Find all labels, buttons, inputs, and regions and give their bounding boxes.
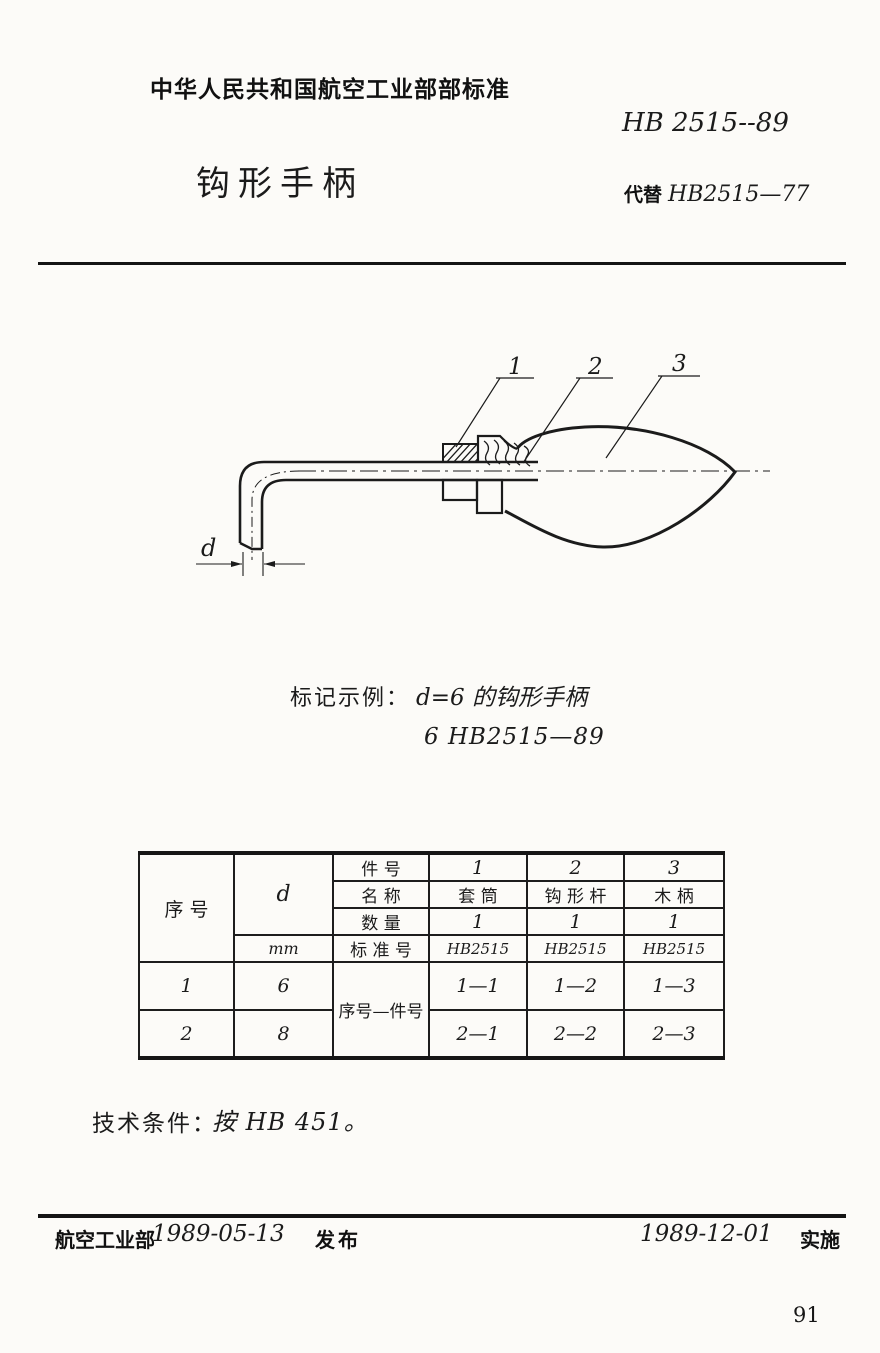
dimension-d <box>196 552 305 576</box>
dim-label-d: d <box>201 534 216 562</box>
rod-outer-outline <box>238 460 538 543</box>
header-qty: 数 量 <box>332 907 430 936</box>
table-row: 2 8 2—1 2—2 2—3 <box>138 1009 725 1059</box>
sleeve-lower-block <box>441 478 479 502</box>
row2-seq: 2 <box>138 1009 235 1059</box>
part-qty-1: 1 <box>428 907 528 936</box>
part-qty-3: 1 <box>623 907 725 936</box>
technical-drawing: 1 2 3 d <box>196 351 770 576</box>
footer-impl-date: 1989-12-01 <box>640 1221 773 1247</box>
bend-centerline <box>251 470 301 560</box>
handle-outline <box>504 425 737 549</box>
part-name-1: 套 筒 <box>428 880 528 909</box>
part-std-1: HB2515 <box>428 934 528 963</box>
part-label-3: 3 <box>672 351 687 377</box>
part-no-2: 2 <box>526 852 625 882</box>
part-no-3: 3 <box>623 852 725 882</box>
header-d: d <box>233 852 334 936</box>
row2-code-3: 2—3 <box>623 1009 725 1059</box>
row1-d: 6 <box>233 961 334 1011</box>
row2-code-2: 2—2 <box>526 1009 625 1059</box>
part-no-1: 1 <box>428 852 528 882</box>
header-part-no: 件 号 <box>332 852 430 882</box>
part-name-3: 木 柄 <box>623 880 725 909</box>
table-row: 1 6 序号—件号 1—1 1—2 1—3 <box>138 961 725 1059</box>
header-name: 名 称 <box>332 880 430 909</box>
footer-issue-date: 1989-05-13 <box>152 1221 285 1247</box>
standard-org-title: 中华人民共和国航空工业部部标准 <box>150 76 510 102</box>
part-label-2: 2 <box>587 354 603 380</box>
footer-issue-label: 发布 <box>315 1230 361 1252</box>
marking-example-line2: 6 HB2515—89 <box>424 724 605 750</box>
table-row: 数 量 1 1 1 <box>139 907 725 936</box>
part-label-1: 1 <box>508 354 523 380</box>
rod-inner-outline <box>260 478 538 549</box>
footer-org: 航空工业部 <box>55 1230 155 1252</box>
sleeve-section <box>442 443 479 463</box>
dim-arrow-right <box>264 561 275 567</box>
sleeve-hatching <box>443 444 478 462</box>
part-std-3: HB2515 <box>623 934 725 963</box>
part-std-2: HB2515 <box>526 934 625 963</box>
table-row: 名 称 套 筒 钩 形 杆 木 柄 <box>139 880 725 909</box>
ferrule-lower-block <box>475 478 504 515</box>
footer-impl-label: 实施 <box>800 1230 840 1252</box>
replaces-value: HB2515—77 <box>668 182 810 207</box>
page-number: 91 <box>793 1303 820 1327</box>
tech-conditions-label: 技术条件： <box>92 1111 217 1137</box>
table-row: 序 号 d 件 号 1 2 3 <box>138 852 725 963</box>
replaces-label: 代替 <box>624 185 663 206</box>
row1-code-1: 1—1 <box>428 961 528 1011</box>
marking-example-label: 标记示例： <box>290 686 411 711</box>
ferrule-step-outline <box>476 434 518 462</box>
row2-d: 8 <box>233 1009 334 1059</box>
row2-code-1: 2—1 <box>428 1009 528 1059</box>
dim-arrow-left <box>231 561 242 567</box>
row1-code-2: 1—2 <box>526 961 625 1011</box>
part-name-2: 钩 形 杆 <box>526 880 625 909</box>
table-row: mm 标 准 号 HB2515 HB2515 HB2515 <box>139 934 725 963</box>
row1-code-3: 1—3 <box>623 961 725 1011</box>
thread-wavy-lines <box>483 439 531 467</box>
part-qty-2: 1 <box>526 907 625 936</box>
row1-seq: 1 <box>138 961 235 1011</box>
rod-tip-cut <box>239 541 262 551</box>
tech-conditions-value: 按 HB 451。 <box>212 1108 369 1136</box>
parts-table: 序 号 d 件 号 1 2 3 名 称 套 筒 钩 形 杆 木 柄 数 量 1 … <box>138 851 725 1060</box>
standard-number: HB 2515--89 <box>622 108 789 138</box>
document-title: 钩形手柄 <box>196 164 364 204</box>
marking-example-line1: d=6 的钩形手柄 <box>416 685 587 711</box>
header-seq: 序 号 <box>138 852 235 963</box>
header-rule <box>38 262 846 265</box>
header-seq-part: 序号—件号 <box>332 961 430 1059</box>
leader-lines <box>455 375 700 464</box>
header-std-no: 标 准 号 <box>332 934 430 963</box>
footer-rule <box>38 1214 846 1218</box>
header-unit: mm <box>233 934 334 963</box>
